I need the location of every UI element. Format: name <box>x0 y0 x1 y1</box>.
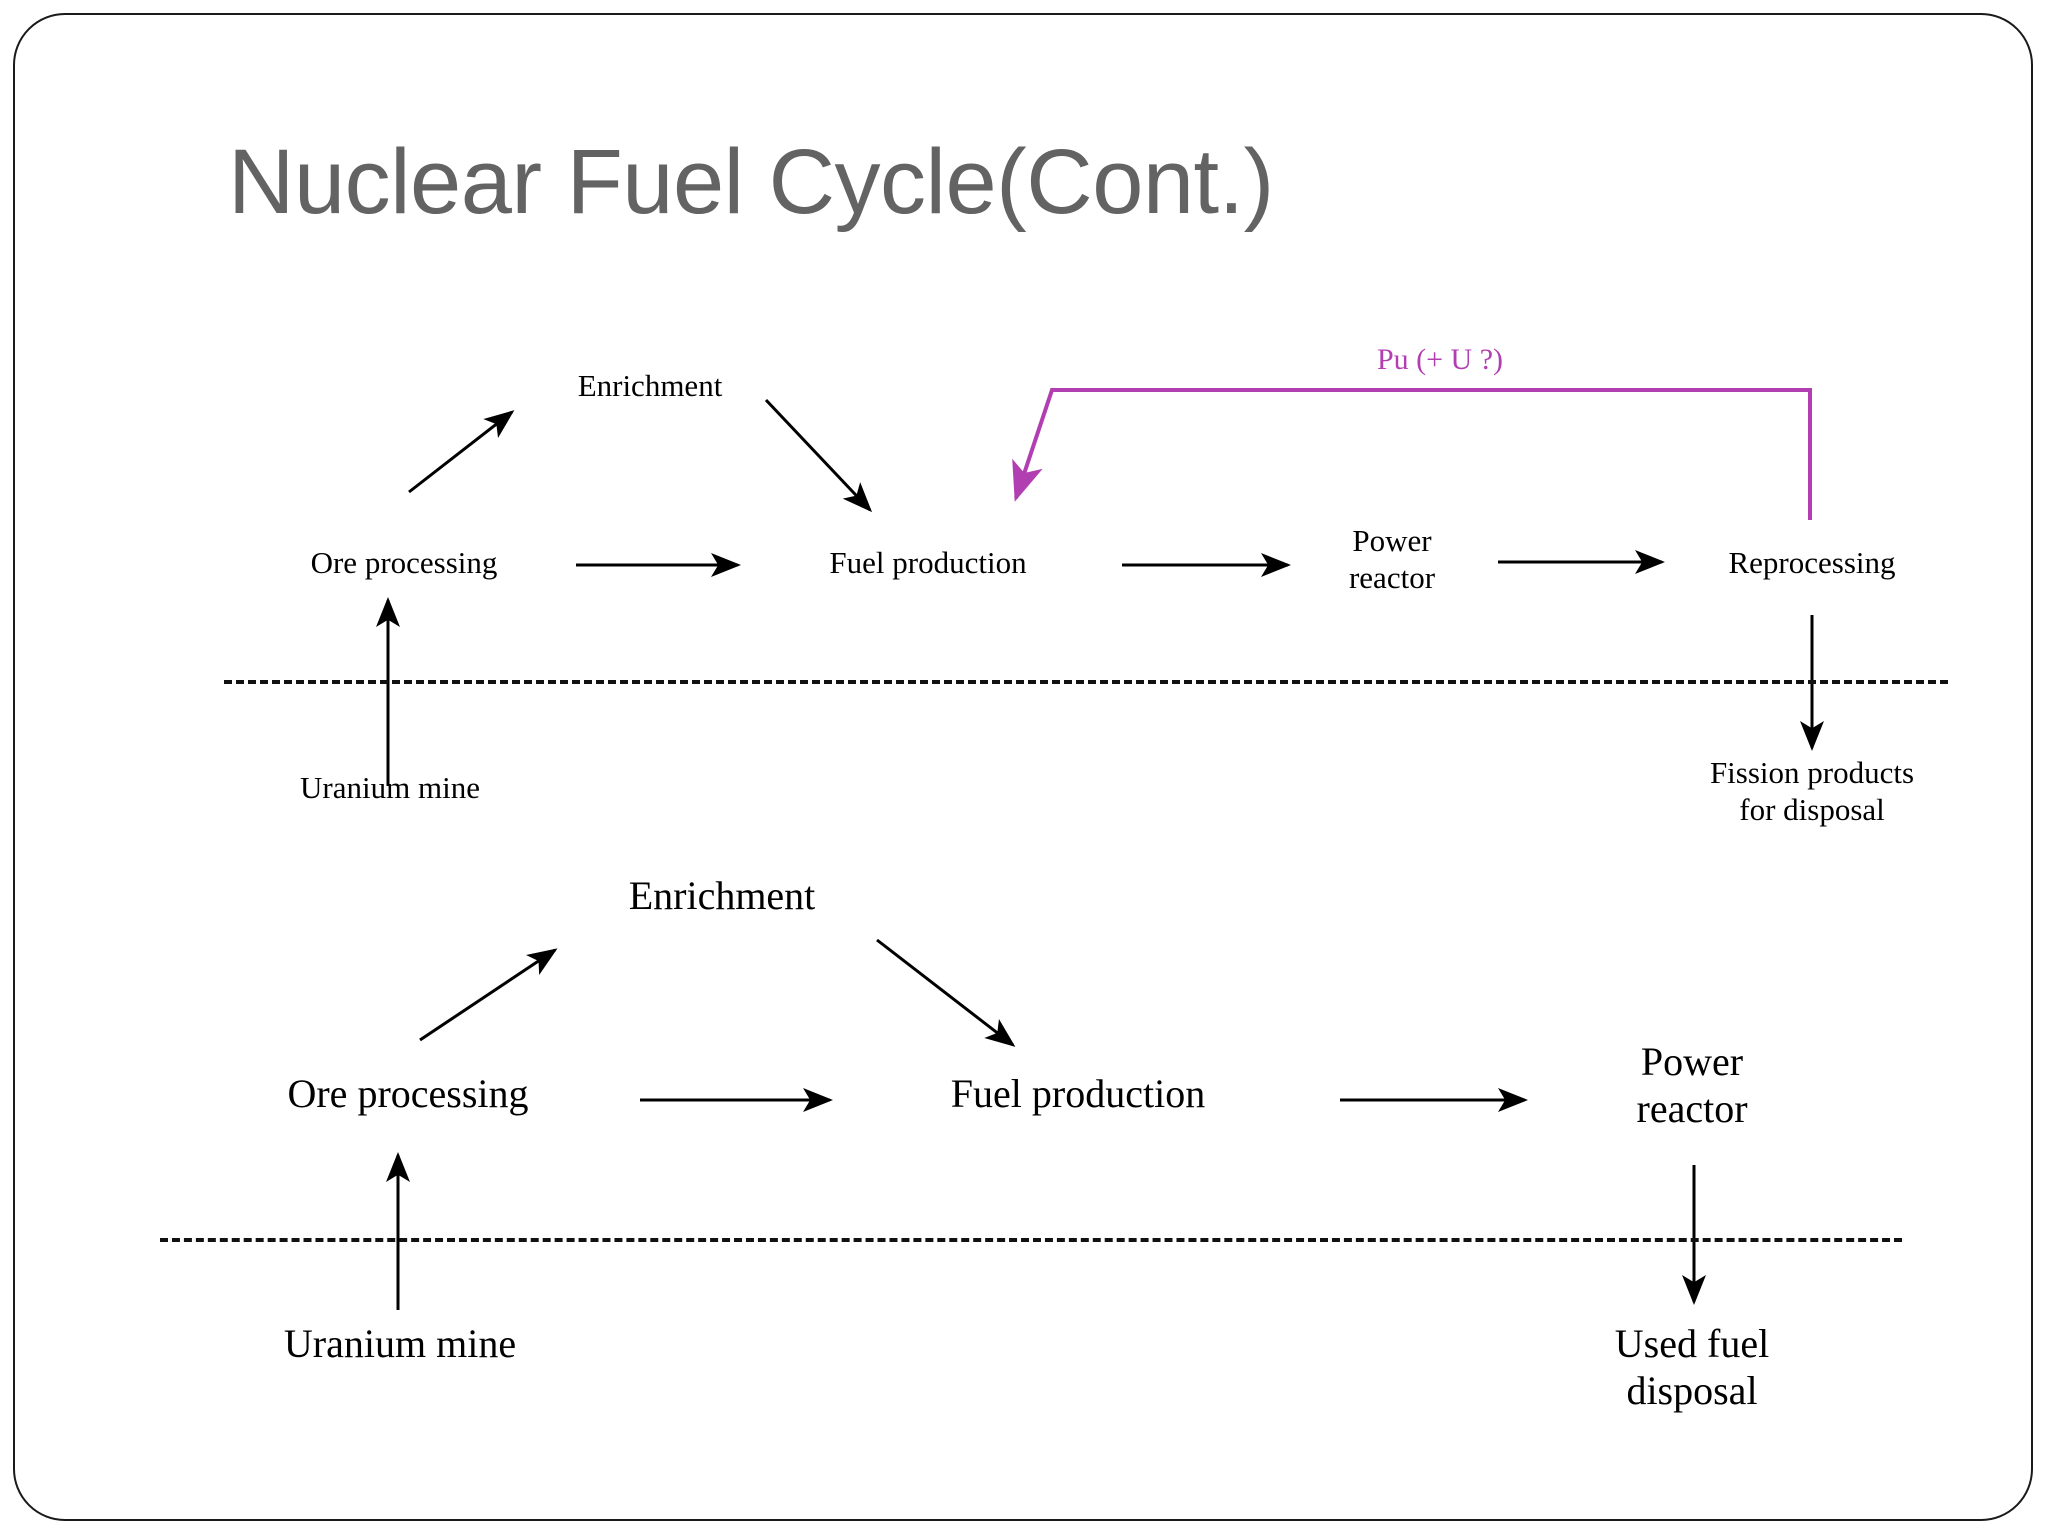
node-power-reactor-bottom: Power reactor <box>1636 1039 1748 1132</box>
node-enrichment-top: Enrichment <box>577 368 723 403</box>
page-title: Nuclear Fuel Cycle(Cont.) <box>228 131 1274 233</box>
node-fuel-production-top: Fuel production <box>829 545 1027 580</box>
bottom-diagram-arrows <box>386 938 1706 1310</box>
arrow-enrichment-to-fuel-production-2 <box>876 938 1016 1047</box>
node-used-fuel-disposal-bottom: Used fuel disposal <box>1614 1321 1770 1414</box>
ground-line-top <box>224 680 1948 684</box>
top-diagram-arrows <box>376 388 1824 786</box>
node-ore-processing-bottom: Ore processing <box>287 1071 529 1116</box>
recycle-stream-label: Pu (+ U ?) <box>1376 343 1504 376</box>
arrow-reprocessing-recycle-to-fuel-production <box>1012 388 1812 520</box>
node-reprocessing-top: Reprocessing <box>1728 545 1896 580</box>
arrow-enrichment-to-fuel-production <box>764 398 873 513</box>
node-uranium-mine-bottom: Uranium mine <box>283 1321 517 1366</box>
node-fuel-production-bottom: Fuel production <box>950 1071 1206 1116</box>
node-ore-processing-top: Ore processing <box>310 545 498 580</box>
arrow-ore-processing-to-enrichment-2 <box>419 948 558 1042</box>
node-power-reactor-top: Power reactor <box>1348 523 1436 595</box>
node-uranium-mine-top: Uranium mine <box>300 770 480 805</box>
node-enrichment-bottom: Enrichment <box>628 873 816 918</box>
node-fission-products-top: Fission products for disposal <box>1709 755 1915 827</box>
ground-line-bottom <box>160 1238 1902 1242</box>
arrow-ore-processing-to-enrichment <box>408 410 515 494</box>
